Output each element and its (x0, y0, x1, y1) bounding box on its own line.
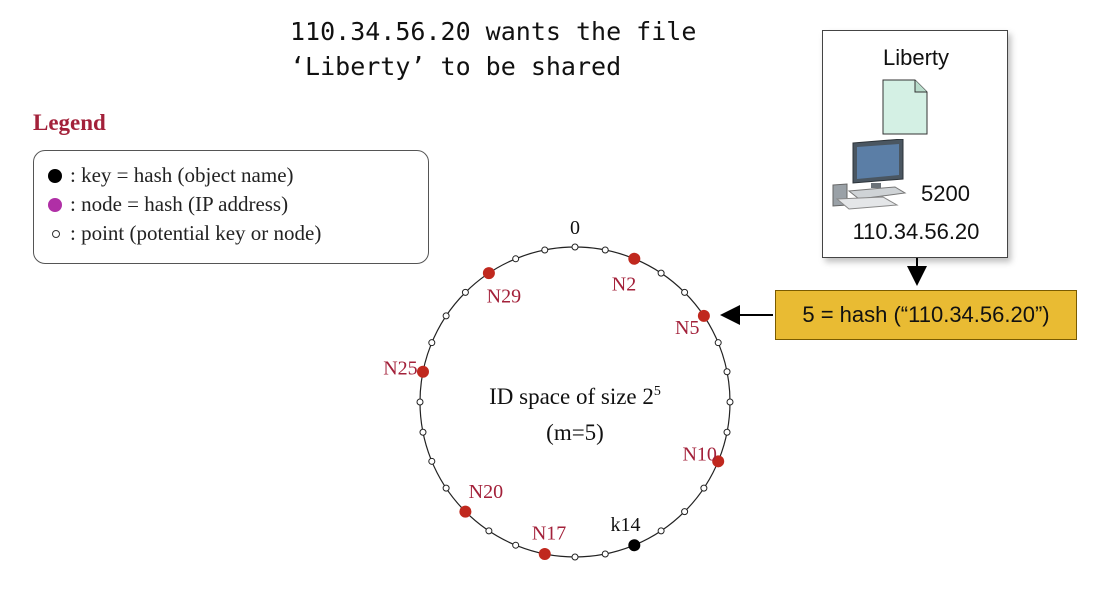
ring-point (461, 288, 469, 296)
ring-point (428, 457, 436, 465)
ring-center-label: ID space of size 25 (489, 384, 661, 409)
ring-node-n5 (697, 309, 710, 322)
ring-point (657, 269, 665, 277)
ring-zero-label: 0 (570, 217, 580, 239)
ring-node-n25 (416, 365, 429, 378)
node-label-n2: N2 (612, 274, 636, 296)
node-label-n20: N20 (469, 481, 503, 503)
ring-point (657, 527, 665, 535)
heading-line-2: ‘Liberty’ to be shared (290, 52, 622, 81)
ring-point (723, 428, 731, 436)
ring-point (726, 398, 734, 406)
document-icon (882, 79, 928, 135)
ring-point (541, 246, 549, 254)
ring-point (571, 243, 579, 251)
ring-key-k14 (628, 539, 641, 552)
host-box: Liberty 5200 110.34.56.20 (822, 30, 1008, 258)
ring-node-n10 (712, 455, 725, 468)
legend-item-node: : node = hash (IP address) (46, 190, 428, 219)
ring-point (681, 288, 689, 296)
ring-point (512, 541, 520, 549)
ring-node-n2 (628, 252, 641, 265)
point-dot-icon (52, 229, 60, 238)
ring-node-n20 (459, 505, 472, 518)
legend-point-label: : point (potential key or node) (70, 221, 322, 245)
ring-point (571, 553, 579, 561)
ring-node-n17 (538, 548, 551, 561)
heading: 110.34.56.20 wants the file ‘Liberty’ to… (290, 14, 696, 84)
host-port: 5200 (921, 181, 970, 206)
node-label-n5: N5 (675, 317, 699, 339)
legend-node-label: : node = hash (IP address) (70, 192, 289, 216)
node-label-n29: N29 (487, 286, 521, 308)
key-dot-icon (48, 168, 62, 183)
legend-key-label: : key = hash (object name) (70, 163, 294, 187)
node-label-n25: N25 (383, 357, 417, 379)
hash-box-text: 5 = hash (“110.34.56.20”) (802, 302, 1050, 327)
legend-title: Legend (33, 110, 106, 135)
ring-point (601, 246, 609, 254)
ring-center-subtitle: (m=5) (546, 420, 604, 445)
host-ip: 110.34.56.20 (852, 219, 980, 244)
heading-line-1: 110.34.56.20 wants the file (290, 17, 697, 46)
legend-item-key: : key = hash (object name) (46, 161, 428, 190)
ring-point (723, 368, 731, 376)
ring-point (714, 339, 722, 347)
legend-item-point: : point (potential key or node) (46, 219, 428, 248)
ring-point (442, 312, 450, 320)
node-label-n17: N17 (532, 522, 566, 544)
ring-point (442, 484, 450, 492)
ring-point (419, 428, 427, 436)
host-file-label: Liberty (882, 45, 950, 70)
ring-point (700, 484, 708, 492)
key-label-k14: k14 (611, 514, 641, 536)
ring-point (416, 398, 424, 406)
legend-box: : key = hash (object name) : node = hash… (33, 150, 429, 264)
hash-box: 5 = hash (“110.34.56.20”) (775, 290, 1077, 340)
ring-point (428, 339, 436, 347)
node-dot-icon (48, 197, 62, 212)
ring-point (601, 550, 609, 558)
ring-point (512, 255, 520, 263)
ring-node-n29 (482, 267, 495, 280)
ring-points (416, 243, 734, 561)
computer-icon (832, 139, 907, 210)
node-label-n10: N10 (682, 444, 716, 466)
ring-point (681, 508, 689, 516)
ring-point (485, 527, 493, 535)
